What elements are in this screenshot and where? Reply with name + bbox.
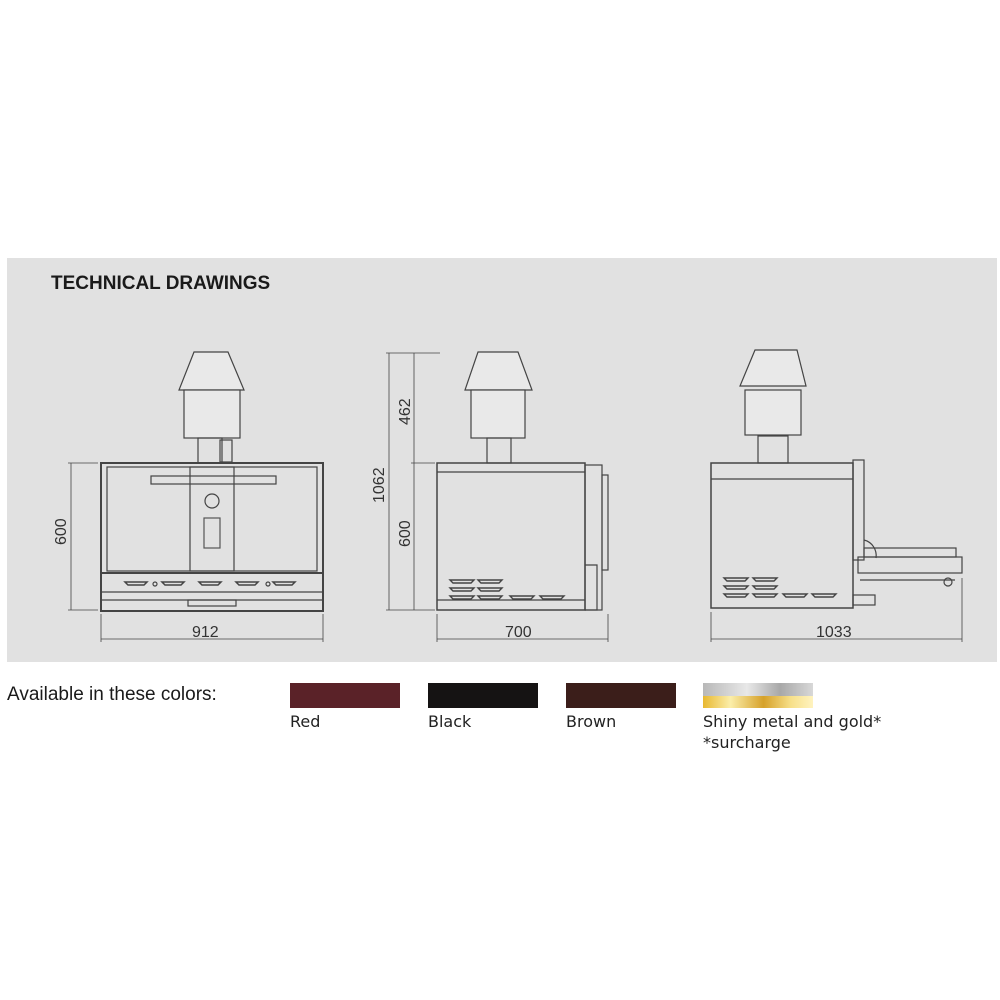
- front-height-dimension: 600: [53, 518, 70, 545]
- surcharge-note: *surcharge: [703, 733, 791, 752]
- colors-heading: Available in these colors:: [7, 684, 217, 705]
- side-body-height-dimension: 600: [397, 520, 414, 547]
- color-swatch-red: [290, 683, 400, 708]
- section-title: TECHNICAL DRAWINGS: [51, 273, 271, 294]
- color-swatch-black: [428, 683, 538, 708]
- color-label-metal-gold-text: Shiny metal and gold*: [703, 712, 882, 731]
- side-width-dimension: 700: [505, 624, 532, 641]
- side-view-extended-drawing: [710, 349, 963, 642]
- side-total-height-dimension: 1062: [371, 467, 388, 503]
- color-label-black: Black: [428, 712, 472, 731]
- front-width-dimension: 912: [192, 624, 219, 641]
- color-label-brown: Brown: [566, 712, 617, 731]
- color-label-metal-gold: Shiny metal and gold* *surcharge: [703, 711, 881, 753]
- side-chimney-height-dimension: 462: [397, 398, 414, 425]
- side-view-drawing: [386, 351, 609, 642]
- color-swatch-metal-gold: [703, 683, 813, 708]
- color-swatch-brown: [566, 683, 676, 708]
- color-label-red: Red: [290, 712, 321, 731]
- front-view-drawing: [68, 351, 324, 642]
- extended-width-dimension: 1033: [816, 624, 852, 641]
